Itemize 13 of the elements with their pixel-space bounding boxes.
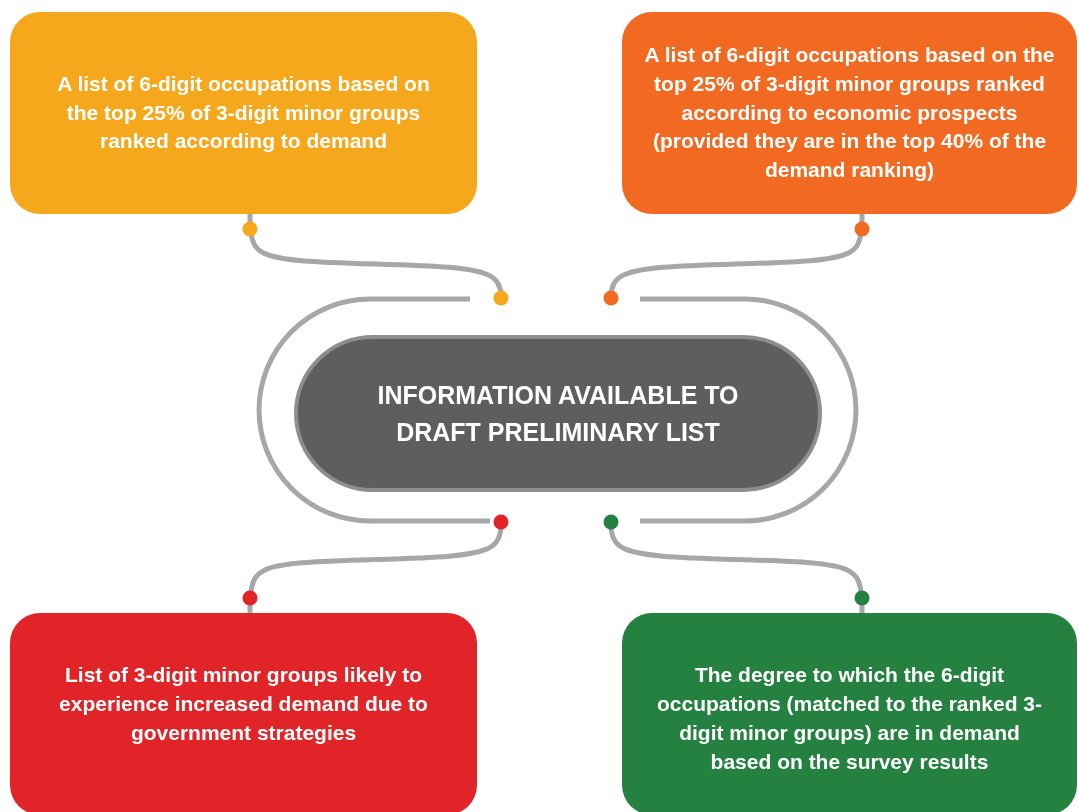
connector	[242, 214, 509, 306]
connector	[603, 214, 870, 306]
box-text: A list of 6-digit occupations based on the top 25% of 3-digit minor groups ranked according to economic prospects (provided they are in the top 40% of the demand ranking)	[643, 41, 1056, 184]
box-text: List of 3-digit minor groups likely to experience increased demand due to government strategies	[58, 662, 429, 746]
text-box	[10, 613, 477, 812]
connector	[603, 514, 870, 613]
text-box	[10, 12, 477, 214]
box-text: A list of 6-digit occupations based on the top 25% of 3-digit minor groups ranked according to demand	[56, 70, 431, 155]
title-text: INFORMATION AVAILABLE TO DRAFT PRELIMINARY LIST	[376, 380, 740, 448]
box-text: The degree to which the 6-digit occupations (matched to the ranked 3-digit minor groups) are in demand based on the survey results	[655, 662, 1044, 775]
connector	[242, 514, 509, 613]
text-box	[622, 12, 1077, 214]
text-box	[622, 613, 1077, 812]
